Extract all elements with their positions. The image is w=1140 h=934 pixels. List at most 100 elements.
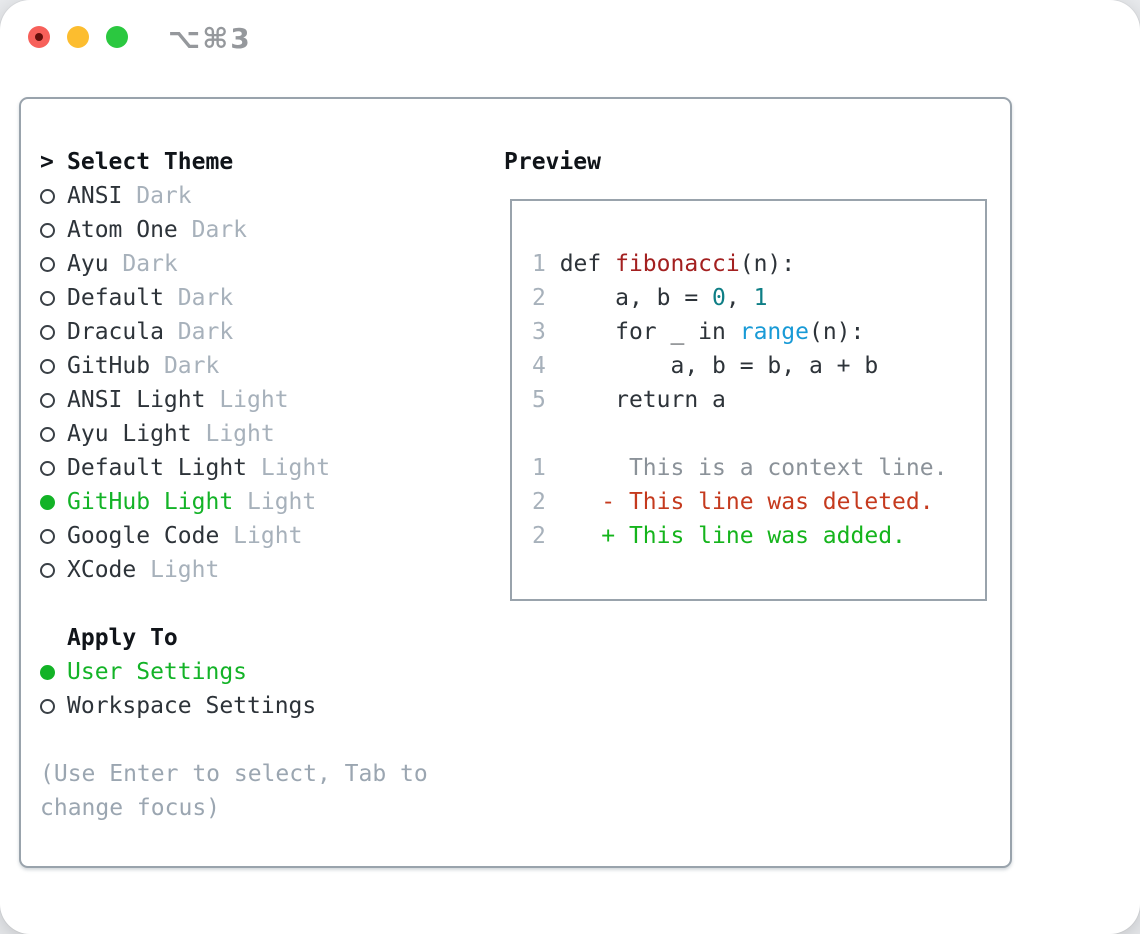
minimize-button[interactable] [67,26,89,48]
code-segment-added: + This line was added. [559,523,906,549]
radio-icon [40,698,55,714]
line-number: 5 [532,387,560,413]
window-title-shortcut: ⌥⌘3 [168,22,252,55]
option-label: Google Code [67,523,220,549]
zoom-button[interactable] [106,26,128,48]
theme-option[interactable]: Google Code Light [40,519,470,553]
code-line: 2 - This line was deleted. [532,485,985,519]
radio-icon [40,358,55,374]
theme-variant-label: Light [191,421,275,447]
apply-to-header: Apply To [67,625,178,651]
option-label: Default Light [67,455,248,481]
theme-variant-label: Dark [177,217,248,243]
radio-column [40,358,67,374]
code-segment-deleted: - This line was deleted. [559,489,934,515]
radio-column [40,528,67,544]
select-theme-header: > Select Theme [40,145,470,179]
option-label: ANSI [67,183,123,209]
code-segment-number: 0 [712,285,726,311]
theme-option[interactable]: Ayu Dark [40,247,470,281]
theme-option[interactable]: Atom One Dark [40,213,470,247]
option-label: Atom One [67,217,178,243]
code-segment-code: a, b = [559,285,713,311]
theme-option[interactable]: Ayu Light Light [40,417,470,451]
code-line: 2 a, b = 0, 1 [532,281,985,315]
line-number: 2 [532,523,560,549]
code-segment-code: for _ in [559,319,740,345]
radio-icon [40,392,55,408]
theme-variant-label: Dark [163,319,234,345]
theme-option[interactable]: ANSI Light Light [40,383,470,417]
radio-column [40,324,67,340]
theme-variant-label: Light [219,523,303,549]
theme-option[interactable]: Default Dark [40,281,470,315]
blank-line [532,417,985,451]
option-label: XCode [67,557,137,583]
radio-column [40,188,67,204]
radio-selected-icon [40,664,55,680]
theme-option[interactable]: ANSI Dark [40,179,470,213]
radio-column [40,256,67,272]
theme-variant-label: Light [205,387,289,413]
theme-option[interactable]: Dracula Dark [40,315,470,349]
radio-column [40,494,67,510]
code-segment-code: (n): [739,251,796,277]
theme-option[interactable]: Default Light Light [40,451,470,485]
line-number: 2 [532,489,560,515]
radio-column [40,392,67,408]
line-number: 4 [532,353,560,379]
theme-variant-label: Dark [122,183,192,209]
code-line: 1 def fibonacci(n): [532,247,985,281]
code-segment-function: fibonacci [615,251,740,277]
code-segment-code: def [559,251,616,277]
theme-variant-label: Light [136,557,220,583]
theme-option[interactable]: GitHub Light Light [40,485,470,519]
radio-icon [40,222,55,238]
focus-chevron-icon: > [40,149,54,175]
line-number: 1 [532,251,560,277]
code-line: 1 This is a context line. [532,451,985,485]
theme-option[interactable]: XCode Light [40,553,470,587]
theme-variant-label: Dark [150,353,220,379]
line-number: 3 [532,319,560,345]
code-segment-context: This is a context line. [559,455,948,481]
code-line: 2 + This line was added. [532,519,985,553]
radio-icon [40,562,55,578]
theme-variant-label: Light [247,455,331,481]
line-number: 2 [532,285,560,311]
radio-icon [40,324,55,340]
keyboard-hint: (Use Enter to select, Tab to change focu… [40,761,428,821]
option-label: User Settings [67,659,248,685]
option-label: Ayu Light [67,421,192,447]
theme-variant-label: Dark [163,285,234,311]
code-segment-builtin: range [739,319,809,345]
option-label: Default [67,285,164,311]
apply-to-option[interactable]: User Settings [40,655,470,689]
line-number: 1 [532,455,560,481]
radio-icon [40,290,55,306]
radio-column [40,290,67,306]
code-segment-number: 1 [753,285,768,311]
select-theme-label: Select Theme [67,149,234,175]
radio-icon [40,256,55,272]
radio-column [40,426,67,442]
option-label: Ayu [67,251,109,277]
radio-selected-icon [40,494,55,510]
option-label: Dracula [67,319,164,345]
theme-option[interactable]: GitHub Dark [40,349,470,383]
preview-header: Preview [504,149,601,175]
code-line: 5 return a [532,383,985,417]
apply-to-option[interactable]: Workspace Settings [40,689,470,723]
theme-variant-label: Dark [108,251,178,277]
option-label: GitHub [67,353,151,379]
radio-column [40,222,67,238]
theme-variant-label: Light [233,489,317,515]
radio-icon [40,426,55,442]
traffic-lights [28,26,128,48]
close-button[interactable] [28,26,50,48]
